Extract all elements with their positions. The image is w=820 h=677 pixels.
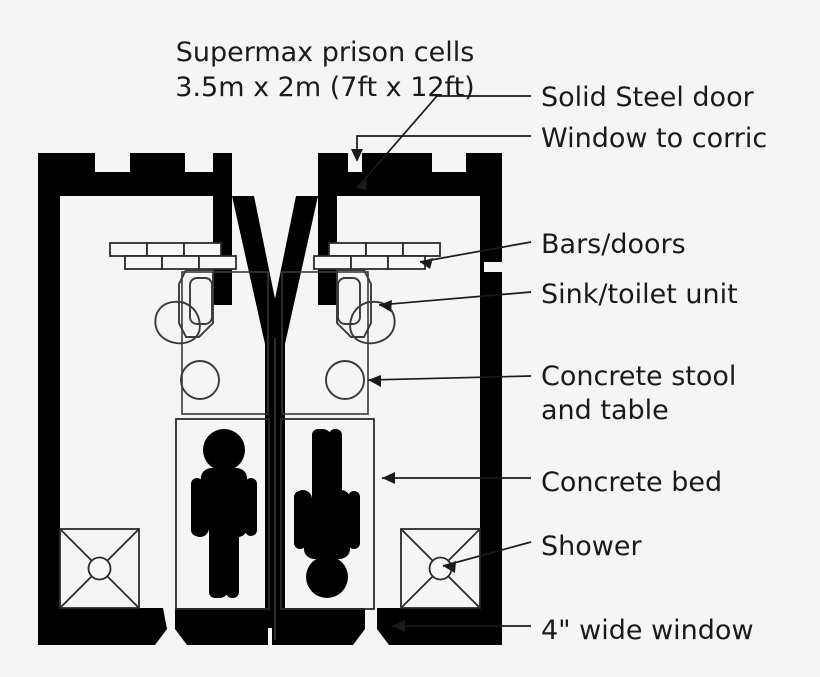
right-cell-top-wall (318, 153, 502, 196)
right-concrete-bed (280, 418, 375, 610)
left-wall-slot (76, 262, 96, 272)
leader-solid-steel-door (356, 95, 531, 189)
leader-window-corridor (356, 135, 531, 155)
label-shower: Shower (541, 531, 642, 562)
leader-arrow-concrete-bed (382, 472, 395, 484)
left-sink-toilet-unit (154, 269, 214, 345)
leader-arrow-bars-doors (420, 258, 433, 269)
right-cell-interior (280, 242, 481, 610)
annotation-leaders (351, 95, 532, 632)
bottom-exterior-wall (38, 608, 167, 645)
left-concrete-stool (180, 360, 220, 400)
label-bars-doors: Bars/doors (541, 229, 686, 260)
right-concrete-stool (325, 360, 365, 400)
left-shower (59, 528, 140, 609)
leader-arrow-solid-steel-door (357, 179, 367, 190)
diagram-title: Supermax prison cells 3.5m x 2m (7ft x 1… (175, 37, 474, 103)
left-cell-left-wall (38, 153, 60, 630)
leader-shower (442, 541, 532, 567)
left-cell-sink-wall-stub (213, 196, 232, 305)
leader-concrete-stool (367, 375, 532, 381)
left-concrete-table (181, 271, 269, 415)
annotation-labels: Solid Steel door Window to corric Bars/d… (541, 82, 767, 646)
leader-arrow-shower (443, 561, 456, 573)
leader-arrow-concrete-stool (368, 375, 381, 387)
left-bars-doors (109, 242, 237, 270)
left-concrete-bed (175, 418, 270, 610)
leader-sink-toilet (378, 291, 532, 306)
leader-arrow-window-corridor (351, 149, 363, 162)
label-solid-steel-door: Solid Steel door (541, 82, 755, 113)
right-wall-slot (484, 262, 504, 272)
right-cell-sink-wall-stub (318, 196, 337, 305)
label-window-to-corridor: Window to corric (541, 123, 767, 154)
label-concrete-stool-line2: and table (541, 395, 669, 426)
leader-arrow-wide-window (392, 620, 405, 632)
right-cell-person-pictogram (294, 429, 360, 598)
cell-walls (38, 153, 504, 645)
right-cell-right-wall (480, 153, 502, 630)
bottom-wall-segment-3 (272, 608, 365, 645)
leader-bars-doors (419, 241, 532, 263)
leader-arrow-sink-toilet (379, 300, 392, 312)
label-concrete-stool-line1: Concrete stool (541, 361, 736, 392)
label-wide-window: 4" wide window (541, 615, 754, 646)
right-concrete-table (281, 271, 369, 415)
left-cell-interior (59, 242, 270, 610)
right-sink-toilet-unit (336, 269, 396, 345)
label-concrete-bed: Concrete bed (541, 467, 722, 498)
left-cell-top-wall (38, 153, 232, 196)
central-divider-right-arm (267, 196, 318, 372)
left-cell-person-pictogram (191, 429, 257, 598)
title-line-2: 3.5m x 2m (7ft x 12ft) (175, 72, 474, 103)
right-bars-doors (313, 242, 441, 270)
label-sink-toilet-unit: Sink/toilet unit (541, 279, 738, 310)
title-line-1: Supermax prison cells (176, 37, 475, 68)
bottom-wall-segment-2 (175, 608, 268, 645)
